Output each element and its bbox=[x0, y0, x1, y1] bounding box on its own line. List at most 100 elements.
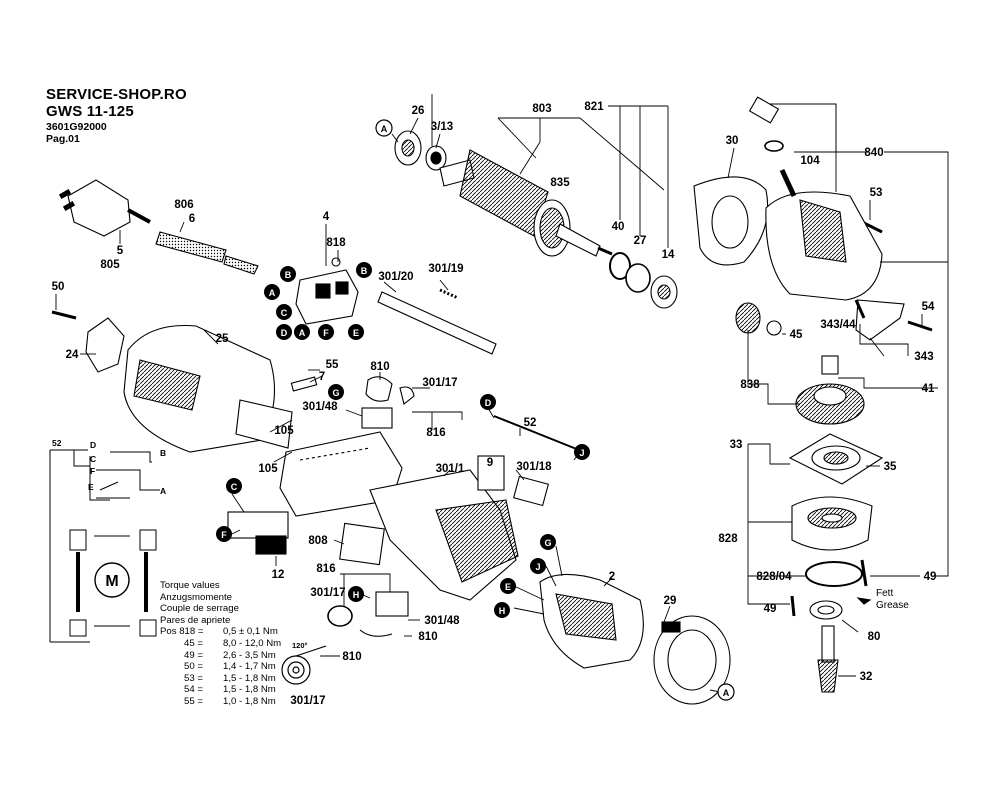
switch-rod-part bbox=[377, 291, 497, 355]
part-label-32: 32 bbox=[860, 671, 873, 683]
svg-text:A: A bbox=[723, 688, 730, 698]
schematic-terminal-c: C bbox=[90, 454, 96, 464]
grease-note-de: Fett bbox=[876, 588, 893, 599]
ball-bearing-part bbox=[650, 275, 678, 309]
switch-part-301-18 bbox=[512, 475, 550, 507]
bevel-gear-part bbox=[795, 383, 865, 425]
part-label-41: 41 bbox=[922, 383, 935, 395]
part-label-301-19: 301/19 bbox=[428, 263, 463, 275]
connector-g-2: G bbox=[540, 534, 556, 550]
o-ring-part-828-04 bbox=[805, 561, 863, 587]
connector-c-2: C bbox=[226, 478, 242, 494]
svg-text:E: E bbox=[353, 328, 359, 338]
schematic-motor-symbol: M bbox=[105, 573, 118, 590]
part-label-24: 24 bbox=[66, 349, 79, 361]
button-part bbox=[748, 96, 780, 124]
cable-block-part bbox=[227, 511, 289, 555]
svg-text:J: J bbox=[535, 562, 540, 572]
schematic-terminal-f: F bbox=[90, 466, 95, 476]
svg-text:C: C bbox=[231, 482, 238, 492]
plate-808 bbox=[339, 522, 385, 566]
part-label-52: 52 bbox=[524, 417, 537, 429]
connector-c-1: C bbox=[276, 304, 292, 320]
cable-52-part bbox=[493, 415, 585, 453]
pinion-part bbox=[735, 302, 761, 334]
part-label-821: 821 bbox=[584, 101, 604, 113]
part-label-835: 835 bbox=[550, 177, 570, 189]
connector-h-2: H bbox=[348, 586, 364, 602]
grease-mark bbox=[856, 597, 872, 605]
schematic-terminal-a: A bbox=[160, 486, 166, 496]
svg-text:A: A bbox=[269, 288, 276, 298]
flange-assembly-part bbox=[791, 496, 873, 551]
handle-part-24 bbox=[85, 317, 125, 373]
part-label-105-lower: 105 bbox=[258, 463, 278, 475]
part-label-33: 33 bbox=[730, 439, 743, 451]
spindle-part bbox=[817, 625, 839, 693]
part-label-80: 80 bbox=[868, 631, 881, 643]
model-name: GWS 11-125 bbox=[46, 103, 134, 120]
part-label-30: 30 bbox=[726, 135, 739, 147]
motor-housing-part bbox=[369, 469, 519, 601]
part-label-105-upper: 105 bbox=[274, 425, 294, 437]
part-label-301-17-spring: 301/17 bbox=[290, 695, 325, 707]
connector-b-1: B bbox=[280, 266, 296, 282]
lever-part-343 bbox=[855, 299, 905, 341]
svg-text:J: J bbox=[579, 448, 584, 458]
part-label-35: 35 bbox=[884, 461, 897, 473]
clip-part-810 bbox=[365, 376, 393, 402]
shop-name: SERVICE-SHOP.RO bbox=[46, 86, 187, 103]
svg-text:D: D bbox=[281, 328, 288, 338]
part-label-301-17-lower: 301/17 bbox=[310, 587, 345, 599]
part-label-838: 838 bbox=[740, 379, 760, 391]
connector-j-2: J bbox=[530, 558, 546, 574]
connector-h-1: H bbox=[494, 602, 510, 618]
part-label-810: 810 bbox=[370, 361, 389, 373]
gear-housing-part bbox=[765, 191, 883, 301]
part-label-40: 40 bbox=[612, 221, 625, 233]
part-label-343-44: 343/44 bbox=[820, 319, 856, 331]
armature-part bbox=[439, 149, 613, 257]
connector-d-2: D bbox=[480, 394, 496, 410]
connector-f-2: F bbox=[216, 526, 232, 542]
part-label-816-lower: 816 bbox=[316, 563, 335, 575]
svg-text:H: H bbox=[499, 606, 506, 616]
grease-note: Fett Grease bbox=[876, 588, 909, 611]
part-label-14: 14 bbox=[662, 249, 675, 261]
connector-a-1: A bbox=[264, 284, 280, 300]
spring-part-343-44 bbox=[854, 299, 866, 319]
part-label-45: 45 bbox=[790, 329, 803, 341]
connector-a-top: A bbox=[375, 119, 393, 137]
screw-50-part bbox=[51, 310, 77, 320]
o-ring-part-104 bbox=[764, 140, 784, 152]
spring-angle-label: 120° bbox=[292, 641, 308, 650]
circuit-schematic bbox=[49, 449, 160, 643]
part-label-803: 803 bbox=[532, 103, 551, 115]
retaining-ring-part bbox=[609, 252, 631, 280]
svg-text:B: B bbox=[361, 266, 368, 276]
connector-g-1: G bbox=[328, 384, 344, 400]
cable-end-part bbox=[223, 255, 259, 275]
part-label-29: 29 bbox=[664, 595, 677, 607]
plug-part bbox=[58, 179, 151, 237]
part-label-343: 343 bbox=[914, 351, 933, 363]
cable-sleeve-part bbox=[155, 231, 227, 263]
label-part-9 bbox=[477, 455, 505, 491]
torsion-spring-part bbox=[281, 645, 327, 685]
connector-e-2: E bbox=[500, 578, 516, 594]
screw-54-part bbox=[907, 320, 933, 332]
part-label-49-lower: 49 bbox=[764, 603, 777, 615]
spring-301-19-part bbox=[439, 288, 459, 300]
connector-b-2: B bbox=[356, 262, 372, 278]
nut-part-45 bbox=[766, 320, 782, 336]
part-label-840: 840 bbox=[864, 147, 883, 159]
grease-note-en: Grease bbox=[876, 600, 909, 611]
screw-49-lower-part bbox=[790, 595, 796, 617]
washer-part bbox=[809, 600, 843, 620]
part-label-301-48: 301/48 bbox=[302, 401, 338, 413]
svg-text:E: E bbox=[505, 582, 511, 592]
part-label-49-right: 49 bbox=[924, 571, 937, 583]
schematic-wire-label: 52 bbox=[52, 438, 62, 448]
bearing-part bbox=[394, 130, 447, 171]
